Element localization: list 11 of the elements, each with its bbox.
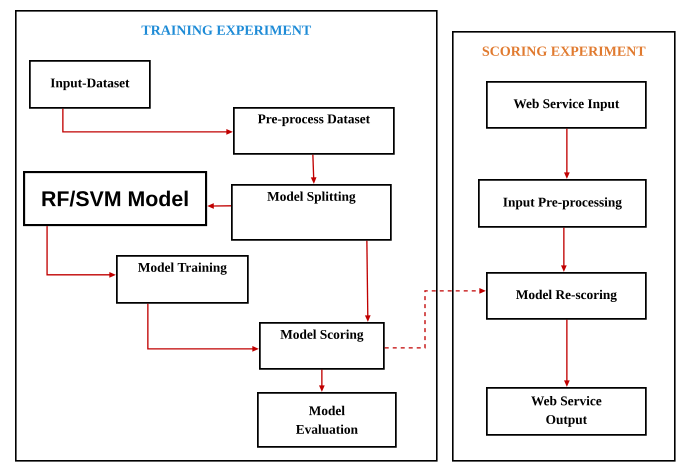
process-box: Web Service Output — [486, 386, 647, 436]
process-box: Model Training — [116, 255, 249, 304]
process-box: Web Service Input — [486, 81, 647, 129]
process-box: RF/SVM Model — [23, 171, 208, 226]
process-box: Input-Dataset — [29, 60, 151, 109]
process-box: Model Splitting — [231, 184, 392, 241]
process-box: Pre-process Dataset — [233, 107, 395, 155]
process-box: Model Re-scoring — [486, 272, 647, 320]
process-box: Model Scoring — [259, 322, 385, 370]
process-box: Model Evaluation — [257, 392, 397, 448]
process-box: Input Pre-processing — [478, 179, 647, 228]
